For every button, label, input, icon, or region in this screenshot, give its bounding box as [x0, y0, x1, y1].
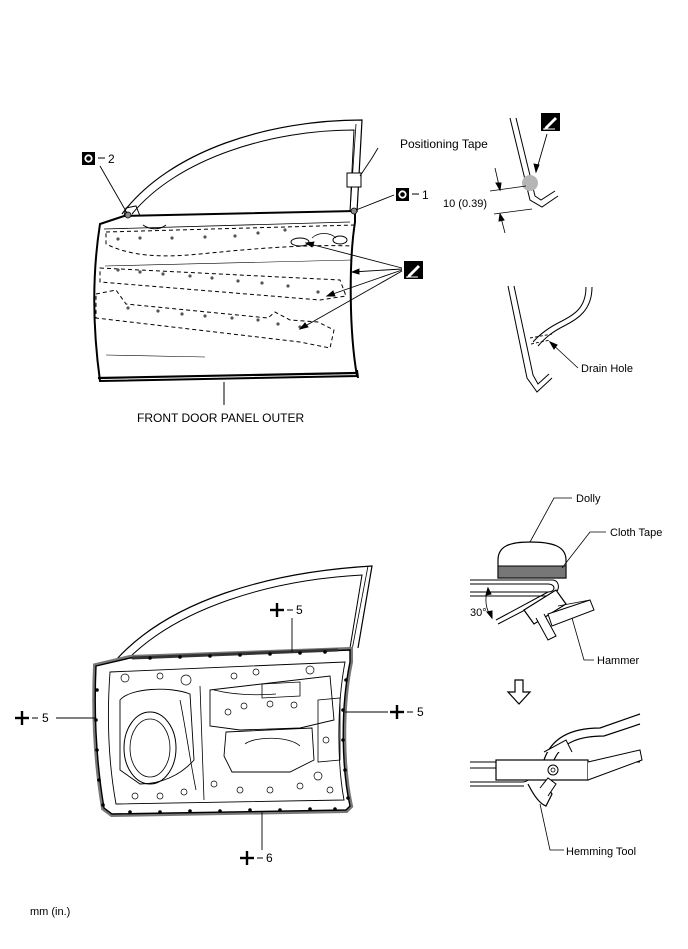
- hem-section-detail: [489, 117, 559, 234]
- cloth-tape-label: Cloth Tape: [610, 527, 662, 539]
- hem-count-top: 5: [296, 603, 303, 617]
- drain-hole-detail: [507, 285, 593, 393]
- hammer-label: Hammer: [597, 655, 640, 667]
- square-dot-icon: [82, 152, 95, 165]
- units-note: mm (in.): [30, 906, 70, 918]
- hem-count-right: 5: [417, 705, 424, 719]
- hem-count-left: 5: [42, 711, 49, 725]
- sealer-arrow-detail: [533, 133, 548, 174]
- plus-cross-icon: [15, 711, 29, 725]
- hem-dimension-label: 10 (0.39): [443, 198, 487, 210]
- square-dot-icon: [396, 188, 409, 201]
- leader-1: [355, 194, 395, 211]
- dolly-hammer-detail: [470, 497, 606, 661]
- plus-cross-icon: [390, 705, 404, 719]
- front-door-inner-drawing: [92, 565, 373, 818]
- angle-label: 30°: [470, 607, 487, 619]
- tag-number-1: 1: [422, 188, 429, 202]
- hem-count-bottom: 6: [266, 851, 273, 865]
- tag-number-2: 2: [108, 152, 115, 166]
- sealer-arrows: [298, 241, 403, 330]
- leader-2: [99, 165, 128, 214]
- sealer-pen-icon: [541, 113, 560, 131]
- front-door-panel-outer-caption: FRONT DOOR PANEL OUTER: [137, 411, 304, 425]
- sealer-pen-icon: [404, 261, 423, 279]
- positioning-tape-label: Positioning Tape: [400, 137, 488, 151]
- hemming-tool-detail: [470, 713, 643, 851]
- plus-cross-icon: [240, 851, 254, 865]
- down-arrow-icon: [506, 679, 532, 705]
- plus-cross-icon: [270, 603, 284, 617]
- dolly-label: Dolly: [576, 493, 601, 505]
- hemming-tool-label: Hemming Tool: [566, 846, 636, 858]
- front-door-outer-drawing: [93, 119, 363, 383]
- drain-hole-label: Drain Hole: [581, 363, 633, 375]
- positioning-tape-marker: [346, 147, 379, 188]
